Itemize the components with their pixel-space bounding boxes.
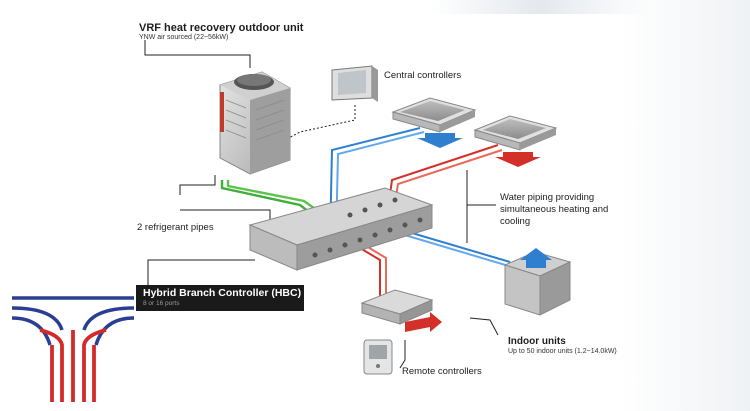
controller-dashed-link bbox=[284, 105, 356, 141]
central-controllers-label: Central controllers bbox=[384, 70, 462, 81]
company-logo-icon bbox=[11, 296, 135, 402]
indoor-unit-cassette bbox=[360, 289, 442, 332]
outdoor-unit-title: VRF heat recovery outdoor unit bbox=[139, 22, 304, 34]
indoor-unit-ceiling-cool bbox=[391, 97, 477, 148]
indoor-unit-floor bbox=[503, 248, 572, 316]
background-glow bbox=[620, 0, 750, 411]
hbc-unit bbox=[248, 187, 434, 271]
water-piping-label: Water piping providing simultaneous heat… bbox=[500, 192, 609, 227]
outdoor-unit bbox=[219, 71, 291, 175]
indoor-units-subtitle: Up to 50 indoor units (1.2~14.0kW) bbox=[508, 348, 617, 355]
remote-controllers-label: Remote controllers bbox=[402, 366, 482, 377]
hbc-label-box bbox=[136, 285, 304, 311]
outdoor-unit-subtitle: YNW air sourced (22~56kW) bbox=[139, 34, 229, 41]
hbc-title: Hybrid Branch Controller (HBC) bbox=[143, 287, 302, 299]
background-glow bbox=[430, 0, 650, 14]
remote-controller-device bbox=[363, 339, 393, 375]
central-controller-device bbox=[331, 65, 378, 102]
indoor-units-title: Indoor units bbox=[508, 336, 566, 347]
leader-lines bbox=[144, 40, 499, 369]
indoor-unit-ceiling-heat bbox=[473, 115, 558, 167]
hbc-subtitle: 8 or 16 ports bbox=[143, 300, 180, 307]
refrigerant-pipes-label: 2 refrigerant pipes bbox=[137, 222, 214, 233]
